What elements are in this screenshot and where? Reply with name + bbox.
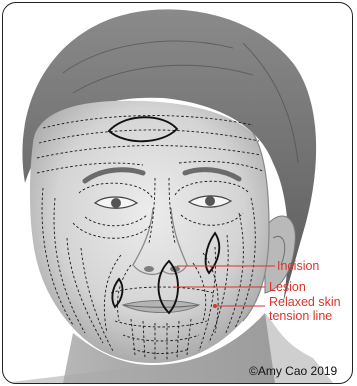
lesion-label: Lesion <box>269 280 306 294</box>
diagram-frame: Incision Lesion Relaxed skin tension lin… <box>2 2 353 384</box>
incision-label: Incision <box>277 259 319 273</box>
rstl-label-line2: tension line <box>269 309 332 323</box>
rstl-label-line1: Relaxed skin <box>269 295 341 309</box>
face-illustration: Incision Lesion Relaxed skin tension lin… <box>3 3 352 383</box>
credit: ©Amy Cao 2019 <box>249 364 338 378</box>
